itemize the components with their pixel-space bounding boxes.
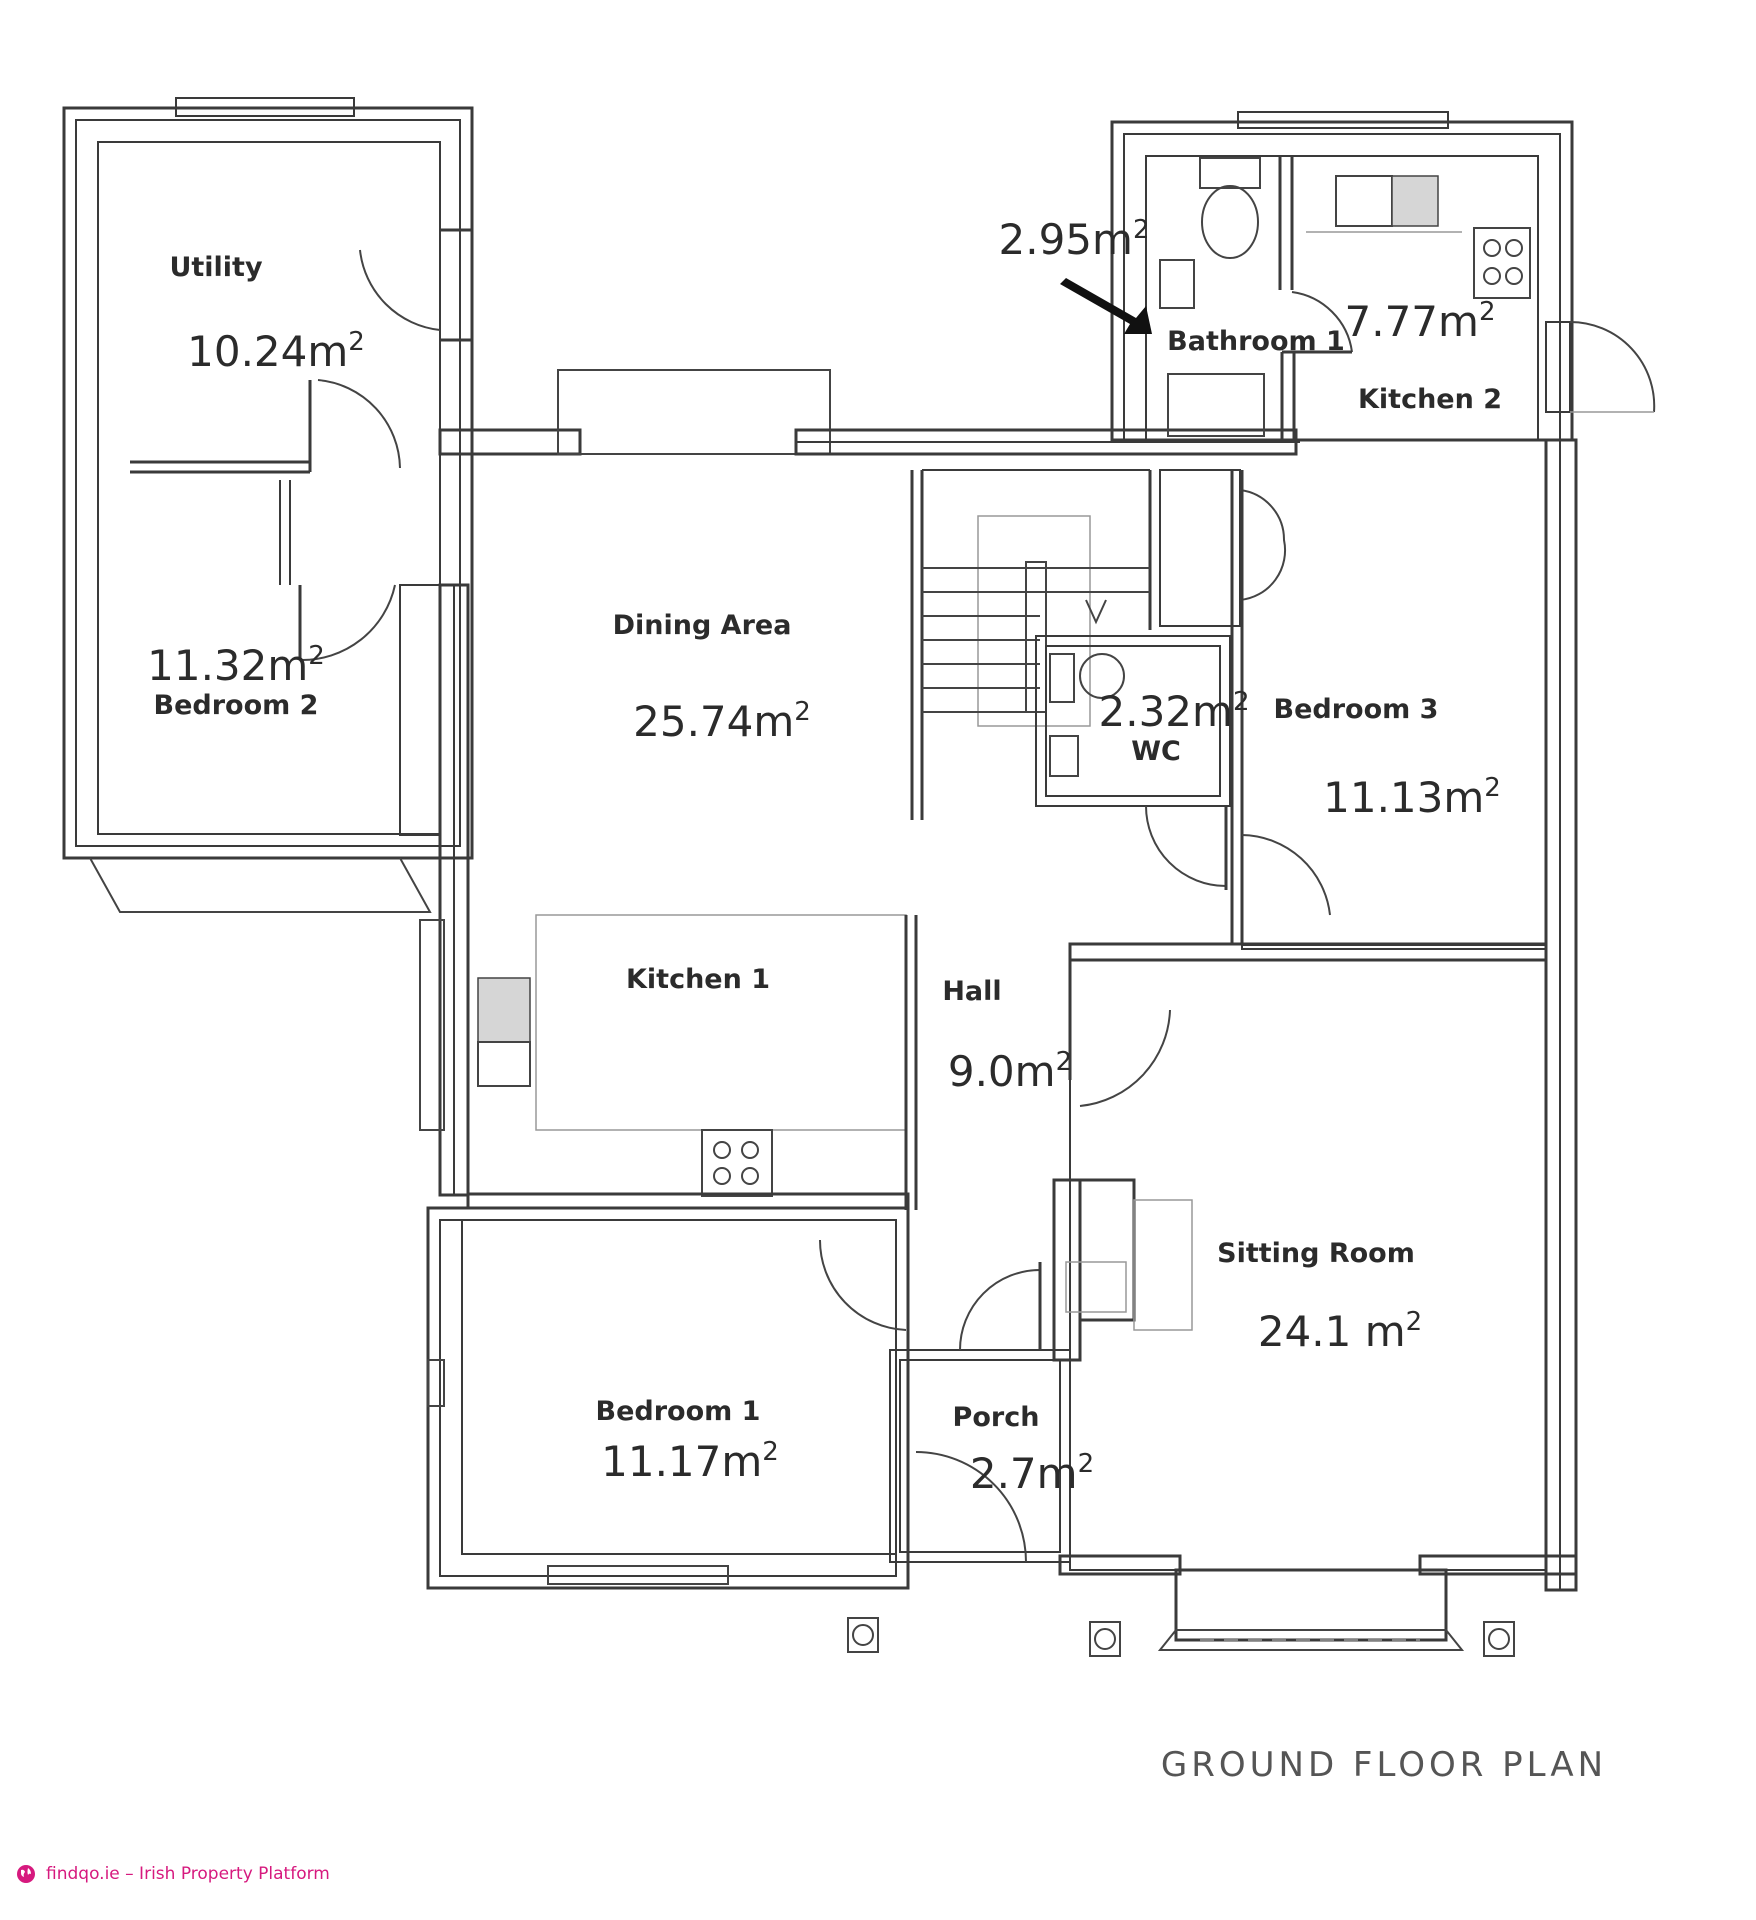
- kitchen1-sink: [477, 1041, 531, 1087]
- room-label-bedroom3: Bedroom 3: [1274, 694, 1439, 725]
- room-label-dining-area: Dining Area: [613, 610, 792, 641]
- walls-east: [1544, 438, 1578, 1592]
- kitchen2-sink: [1335, 175, 1393, 227]
- walls-bedroom1: [426, 1206, 910, 1590]
- kitchen2-drainer: [1391, 175, 1439, 227]
- kitchen1-drainer: [477, 977, 531, 1043]
- pointer-arrow-icon: [1060, 278, 1152, 334]
- walls-front: [847, 1554, 1578, 1657]
- area-bedroom1: 11.17m2: [601, 1437, 779, 1486]
- bedroom1-door-arc: [818, 1239, 907, 1331]
- bedroom3-door-arc: [1241, 834, 1331, 916]
- room-label-wc: WC: [1131, 736, 1181, 767]
- room-label-sitting-room: Sitting Room: [1217, 1238, 1415, 1269]
- walls-left-wing: [62, 97, 474, 913]
- room-label-bathroom1: Bathroom 1: [1167, 326, 1345, 357]
- toilet-bowl: [1201, 185, 1259, 259]
- room-label-utility: Utility: [169, 252, 263, 283]
- walls-wc: [1035, 635, 1231, 890]
- walls-right-top: [1110, 111, 1656, 442]
- utility-inner-door-arc: [317, 379, 401, 469]
- basin: [1159, 259, 1195, 309]
- porch-front-door-arc: [915, 1451, 1027, 1563]
- area-utility: 10.24m2: [187, 327, 365, 376]
- kitchen2-hob: [1473, 227, 1531, 299]
- area-dining-area: 25.74m2: [633, 697, 811, 746]
- bath: [1167, 373, 1265, 437]
- walls-rear: [438, 369, 1300, 456]
- walls-kitchen1: [419, 583, 918, 1210]
- room-label-hall: Hall: [942, 976, 1001, 1007]
- pillar-1: [847, 1617, 879, 1653]
- room-label-kitchen2: Kitchen 2: [1358, 384, 1502, 415]
- room-label-bedroom1: Bedroom 1: [596, 1396, 761, 1427]
- area-bathroom1: 2.95m2: [999, 215, 1150, 264]
- room-label-bedroom2: Bedroom 2: [154, 690, 319, 721]
- footer-text[interactable]: findqo.ie – Irish Property Platform: [46, 1864, 330, 1884]
- wc-door-arc: [1145, 805, 1227, 887]
- globe-icon: [16, 1864, 36, 1884]
- area-hall: 9.0m2: [948, 1047, 1072, 1096]
- utility-door-arc: [359, 249, 441, 331]
- pillar-2: [1089, 1621, 1121, 1657]
- area-porch: 2.7m2: [970, 1449, 1094, 1498]
- area-bedroom3: 11.13m2: [1323, 773, 1501, 822]
- bedroom2-door-arc: [299, 584, 396, 662]
- bedroom3-wardrobe-doors: [1239, 489, 1287, 601]
- kitchen2-back-door-arc: [1569, 320, 1656, 413]
- bathroom1-door-arc: [1291, 291, 1353, 353]
- porch-inner-door-arc: [959, 1269, 1041, 1351]
- footer-brand[interactable]: findqo.ie – Irish Property Platform: [16, 1864, 330, 1884]
- walls-sitting-room: [1052, 959, 1547, 1651]
- area-wc: 2.32m2: [1099, 687, 1250, 736]
- toilet-cistern: [1199, 157, 1261, 189]
- pillar-3: [1483, 1621, 1515, 1657]
- room-label-kitchen1: Kitchen 1: [626, 964, 770, 995]
- staircase: [910, 469, 1152, 820]
- stair-direction-arrow: [1085, 599, 1107, 625]
- area-bedroom2: 11.32m2: [147, 641, 325, 690]
- area-kitchen2: 7.77m2: [1345, 297, 1496, 346]
- sitting-room-door-arc: [1079, 1009, 1171, 1107]
- kitchen1-hob: [701, 1129, 773, 1197]
- room-label-porch: Porch: [953, 1402, 1040, 1433]
- area-sitting-room: 24.1 m2: [1258, 1307, 1422, 1356]
- plan-title: GROUND FLOOR PLAN: [1161, 1745, 1607, 1785]
